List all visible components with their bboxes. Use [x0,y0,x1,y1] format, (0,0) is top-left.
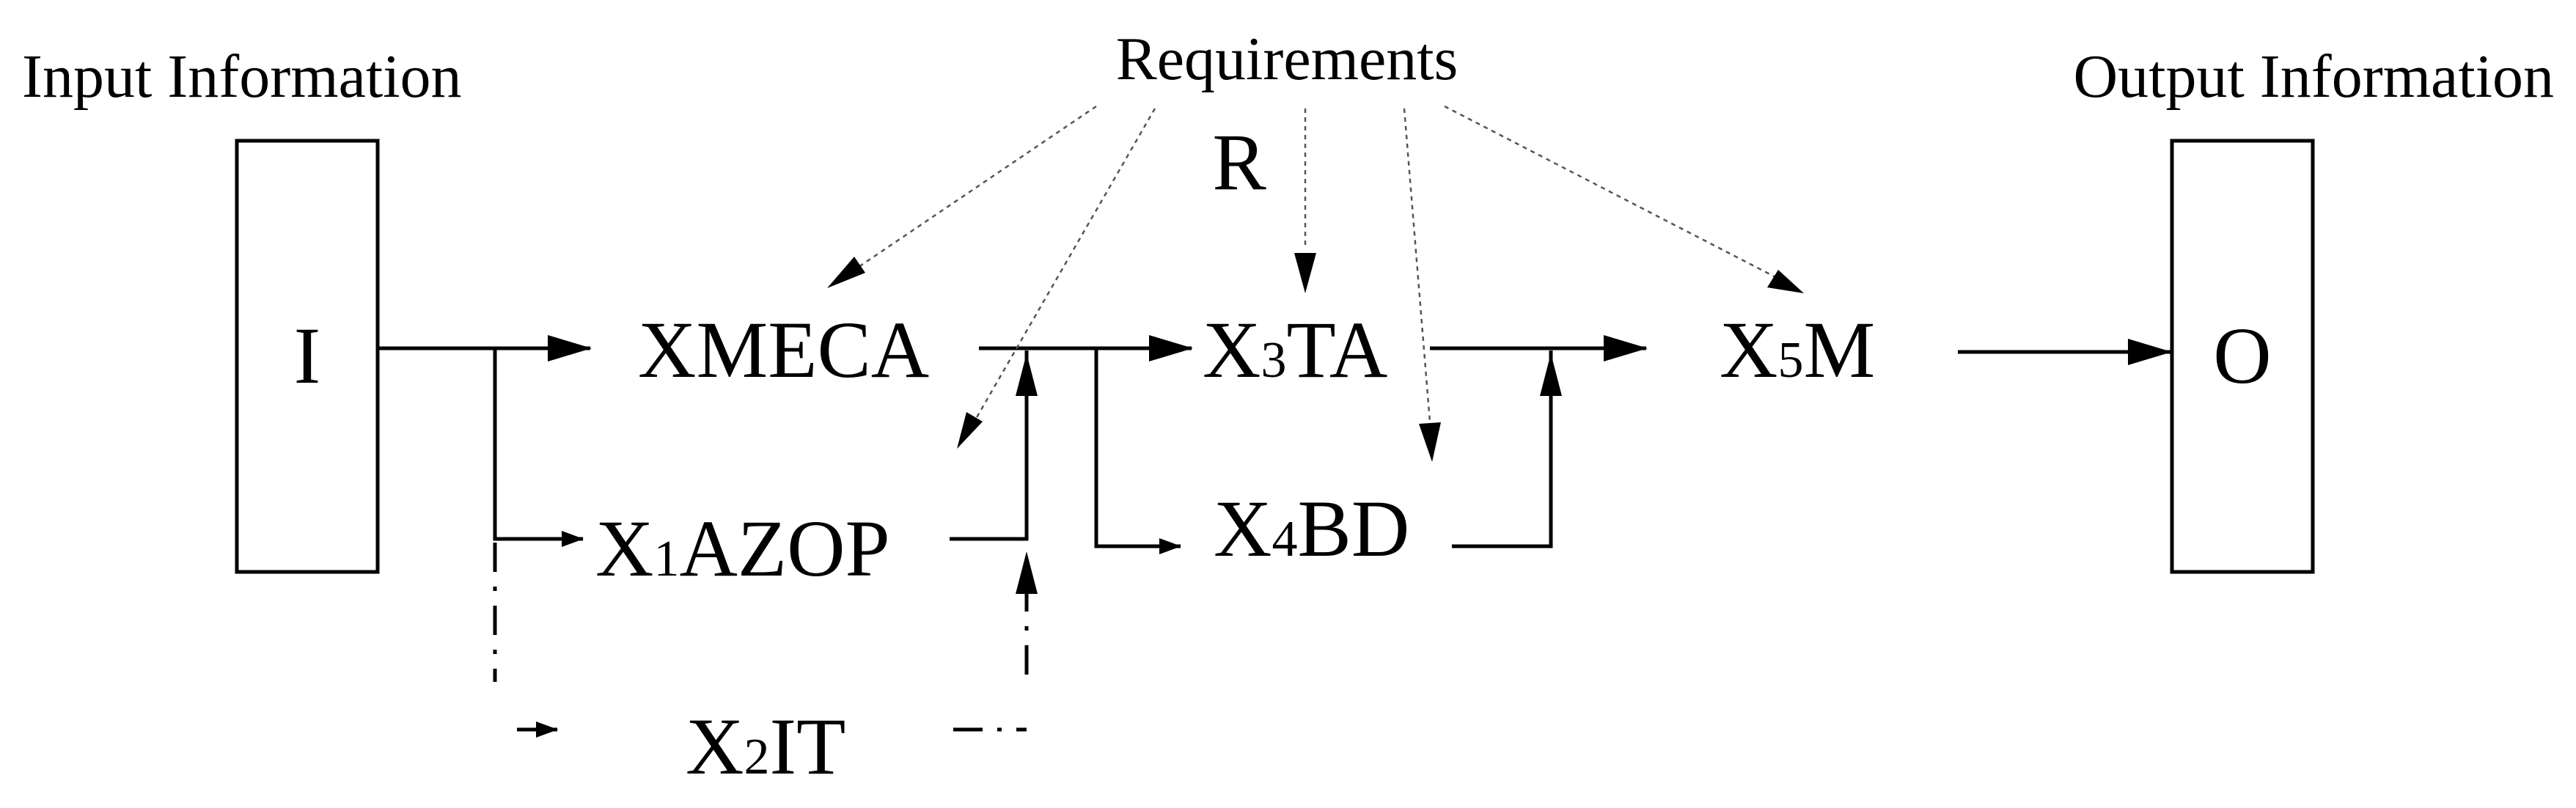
req-arrowhead-x3ta [1294,253,1316,293]
line-x1azop-up [950,350,1029,541]
output-box-label: O [2213,311,2271,400]
input-information-heading: Input Information [22,43,462,111]
arrowhead-x2it-up [1016,551,1038,594]
node-x3ta: X3TA [1203,305,1387,394]
input-box [235,139,380,574]
req-arrow-x5m [1444,105,1786,284]
req-arrowhead-x5m [1767,270,1804,293]
node-x5m: X5M [1720,305,1875,394]
req-arrow-xmeca [835,105,1097,284]
node-xmeca: XMECA [638,305,929,394]
flow-connectors [378,335,2172,554]
requirement-arrows [827,105,1804,462]
req-arrowhead-x1azop [957,412,983,449]
line-x4bd-up [1452,350,1553,548]
req-arrow-x1azop [966,108,1156,433]
requirements-symbol: R [1212,117,1266,207]
node-x2it: X2IT [686,702,845,791]
arrowhead-x4bd-up [1540,353,1562,396]
x2it-connectors [493,543,1038,738]
node-x1azop: X1AZOP [595,504,890,593]
node-x4bd: X4BD [1214,484,1409,573]
requirements-label: Requirements [1116,25,1458,93]
arrow-input-to-x1azop [493,348,584,547]
req-arrowhead-xmeca [827,257,865,288]
req-arrowhead-x4bd [1419,422,1441,462]
output-box [2170,139,2315,574]
arrow-xmeca-to-x4bd [1094,348,1181,554]
input-box-label: I [294,311,321,400]
arrowhead-x1azop-up [1016,353,1038,396]
req-arrow-x4bd [1403,108,1431,422]
output-information-heading: Output Information [2073,43,2554,111]
